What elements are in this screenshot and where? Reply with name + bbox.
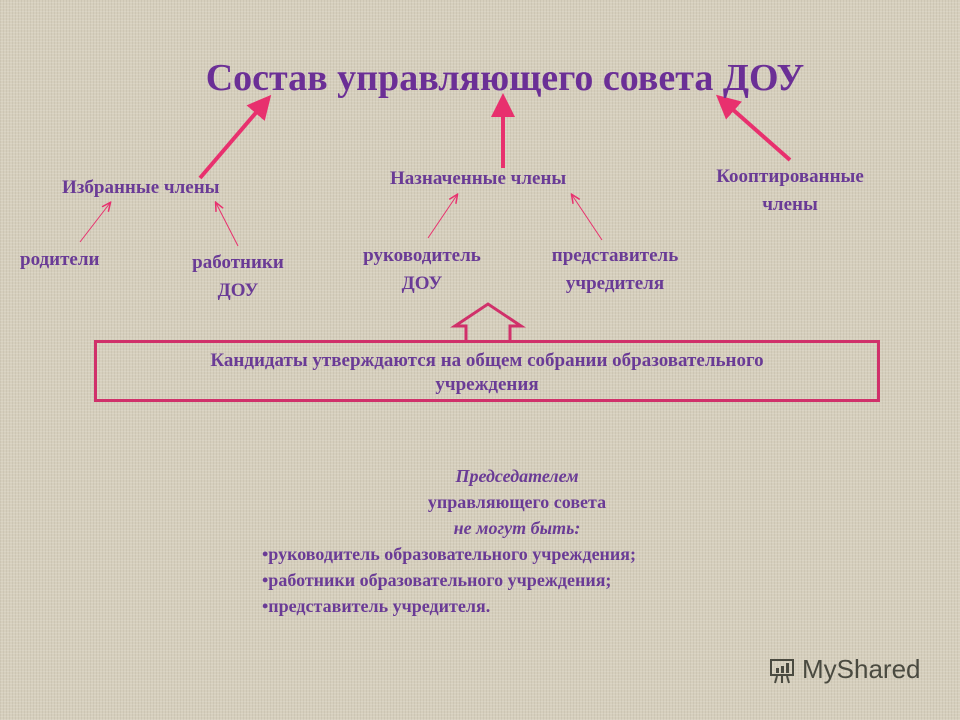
presentation-icon: [770, 658, 794, 683]
page-title: Состав управляющего совета ДОУ: [205, 57, 805, 99]
member-parents: родители: [20, 249, 100, 270]
list-item: •руководитель образовательного учреждени…: [262, 544, 637, 564]
chairman-note: Председателем управляющего совета не мог…: [262, 463, 772, 619]
list-item: •работники образовательного учреждения;: [262, 570, 612, 590]
thin-arrows: [79, 195, 603, 247]
thick-arrows: [198, 93, 792, 180]
group-elected: Избранные члены: [62, 177, 220, 198]
group-appointed: Назначенные члены: [390, 168, 567, 189]
list-item: •представитель учредителя.: [262, 596, 491, 616]
hollow-up-arrow: [450, 302, 526, 340]
watermark-logo: MyShared: [768, 654, 921, 685]
candidates-box: Кандидаты утверждаются на общем собрании…: [94, 340, 880, 402]
